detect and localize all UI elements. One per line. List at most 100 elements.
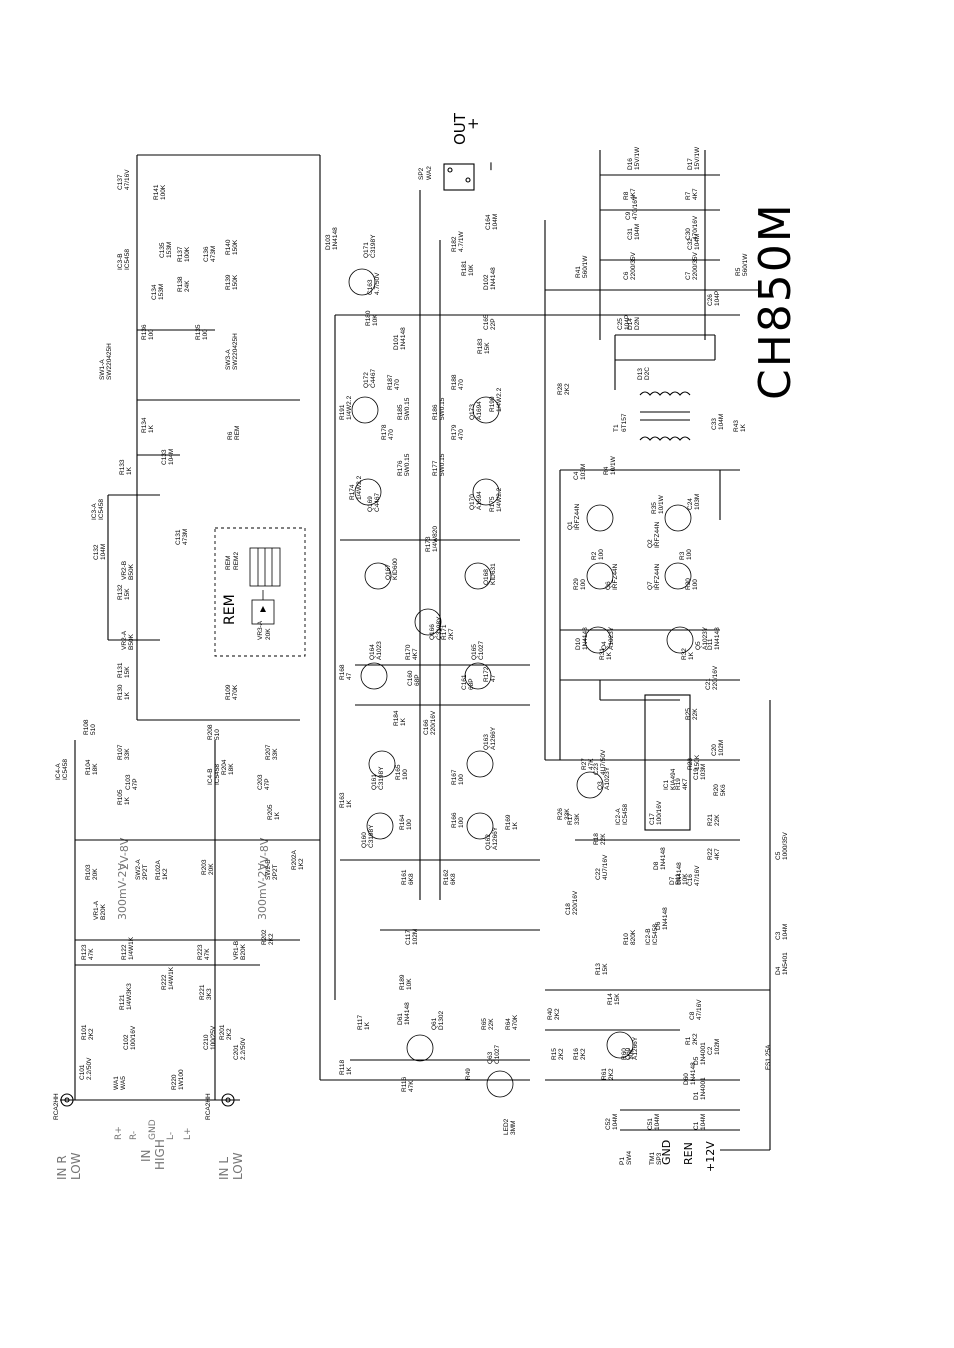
component-ref: R177 (432, 460, 439, 476)
component-d14: D14D2N (627, 317, 641, 330)
component-q163: Q163A1266Y (483, 726, 497, 750)
component-r220: R2201W100 (171, 1069, 185, 1090)
component-value: 1K (124, 691, 131, 700)
component-c9: C9470/16V (625, 195, 639, 220)
component-ref: Q61 (431, 1017, 438, 1030)
component-r189: R18910K (399, 974, 413, 990)
component-ic4-a: IC4-AIC5458 (55, 759, 69, 780)
in-l-low-label: LOW (231, 1152, 245, 1180)
component-ref: R132 (117, 584, 124, 600)
component-ref: R204 (221, 759, 228, 775)
component-value: 1/4W820 (432, 526, 439, 552)
component-ref: R174 (349, 484, 356, 500)
component-value: 1/4W2.2 (496, 487, 503, 512)
component-value: 473M (182, 529, 189, 545)
component-r2: R2100 (591, 549, 605, 560)
component-c21: C21220/16V (705, 665, 719, 690)
component-value: 20K (208, 863, 215, 875)
component-value: C1027 (478, 640, 485, 660)
component-ref: C17 (649, 813, 656, 825)
component-r18: R1822K (593, 833, 607, 845)
power-gnd: GND (660, 1140, 673, 1165)
component-ref: R169 (505, 814, 512, 830)
component-c201: C2012.2/50V (233, 1037, 247, 1060)
component-value: 1K (364, 1021, 371, 1030)
component-r104: R10418K (85, 759, 99, 775)
component-sw2-b: SW2-B2P2T (265, 859, 279, 880)
component-r35: R3510/1W (651, 494, 665, 514)
in-r-low-label: LOW (69, 1152, 83, 1180)
component-ref: R41 (575, 266, 582, 278)
component-c30: C30470/16V (685, 215, 699, 240)
component-c33: C33104M (711, 414, 725, 430)
component-ref: R102A (155, 859, 162, 880)
component-ic2-a: IC2-AIC5458 (615, 804, 629, 825)
component-ref: R130 (117, 684, 124, 700)
component-r49: R49 (465, 1068, 472, 1080)
component-ref: R176 (397, 460, 404, 476)
component-value: 220/16V (430, 710, 437, 735)
component-value: 100 (148, 329, 155, 340)
component-ref: TM1 (649, 1152, 656, 1165)
component-ref: R7 (685, 191, 692, 200)
component-value: 33K (124, 748, 131, 760)
component-d13: D13D2C (637, 367, 651, 380)
component-value: 2K2 (226, 1028, 233, 1040)
component-r204: R20418K (221, 759, 235, 775)
component-value: 153M (166, 242, 173, 258)
component-value: 1N4001 (700, 1077, 707, 1100)
component-value: A1694 (476, 491, 483, 510)
component-r179: R179470 (451, 424, 465, 440)
component-ref: C164 (485, 214, 492, 230)
component-ref: R15 (551, 1048, 558, 1060)
component-value: 100 (692, 579, 699, 590)
component-c51: C51104M (647, 1114, 661, 1130)
component-r163: R1631K (339, 792, 353, 808)
component-value: 4K7 (630, 188, 637, 200)
component-c101: C1012.2/50V (79, 1057, 93, 1080)
component-r165: R165100 (395, 764, 409, 780)
component-ref: C33 (711, 418, 718, 430)
component-r5: R5560/1W (735, 253, 749, 276)
component-ref: C136 (203, 246, 210, 262)
range-l-label: 2V-8V (258, 837, 271, 870)
component-r20: R205K6 (713, 784, 727, 796)
transformer-name: T1 (613, 424, 620, 432)
component-ref: R187 (387, 374, 394, 390)
component-value: 1K (512, 821, 519, 830)
component-ref: SW3-A (225, 349, 232, 370)
component-value: 4U7/50V (600, 749, 607, 775)
component-ref: LED2 (503, 1118, 510, 1135)
component-ref: Q164 (369, 644, 376, 660)
component-q7: Q7IRFZ44N (647, 563, 661, 590)
component-r16: R162K2 (573, 1048, 587, 1060)
component-c19: C19103M (693, 764, 707, 780)
component-r61: R612K2 (601, 1068, 615, 1080)
component-ref: C161 (461, 674, 468, 690)
component-d11: D111N4148 (707, 627, 721, 650)
component-c8: C847/16V (689, 999, 703, 1020)
component-c6: C62200/35V (623, 252, 637, 280)
component-ref: R202A (291, 849, 298, 870)
in-high-label: IN (139, 1149, 153, 1162)
component-ref: R180 (365, 310, 372, 326)
component-value: 104P (714, 291, 721, 306)
rem-conn: REM (225, 556, 232, 570)
component-value: IRFZ44N (654, 563, 661, 590)
component-ref: Q166 (429, 624, 436, 640)
model-title: CH850M (750, 202, 801, 400)
component-value: B50K (128, 563, 135, 580)
component-value: 2K2 (88, 1028, 95, 1040)
component-r178: R178470 (381, 424, 395, 440)
component-tm1: TM1SP3 (649, 1152, 663, 1165)
component-value: 15K (602, 963, 609, 975)
component-q164: Q164A1023 (369, 641, 383, 660)
component-ic1: IC1KIA494 (663, 768, 677, 790)
component-c163: C1634.7/50V (367, 272, 381, 295)
component-ic3-a: IC3-AIC5458 (91, 499, 105, 520)
component-value: 2200/35V (630, 252, 637, 280)
component-ref: R117 (357, 1015, 364, 1030)
component-value: 1N4148 (662, 907, 669, 930)
component-ref: Q165 (471, 644, 478, 660)
component-r6: R6REM (227, 426, 241, 440)
